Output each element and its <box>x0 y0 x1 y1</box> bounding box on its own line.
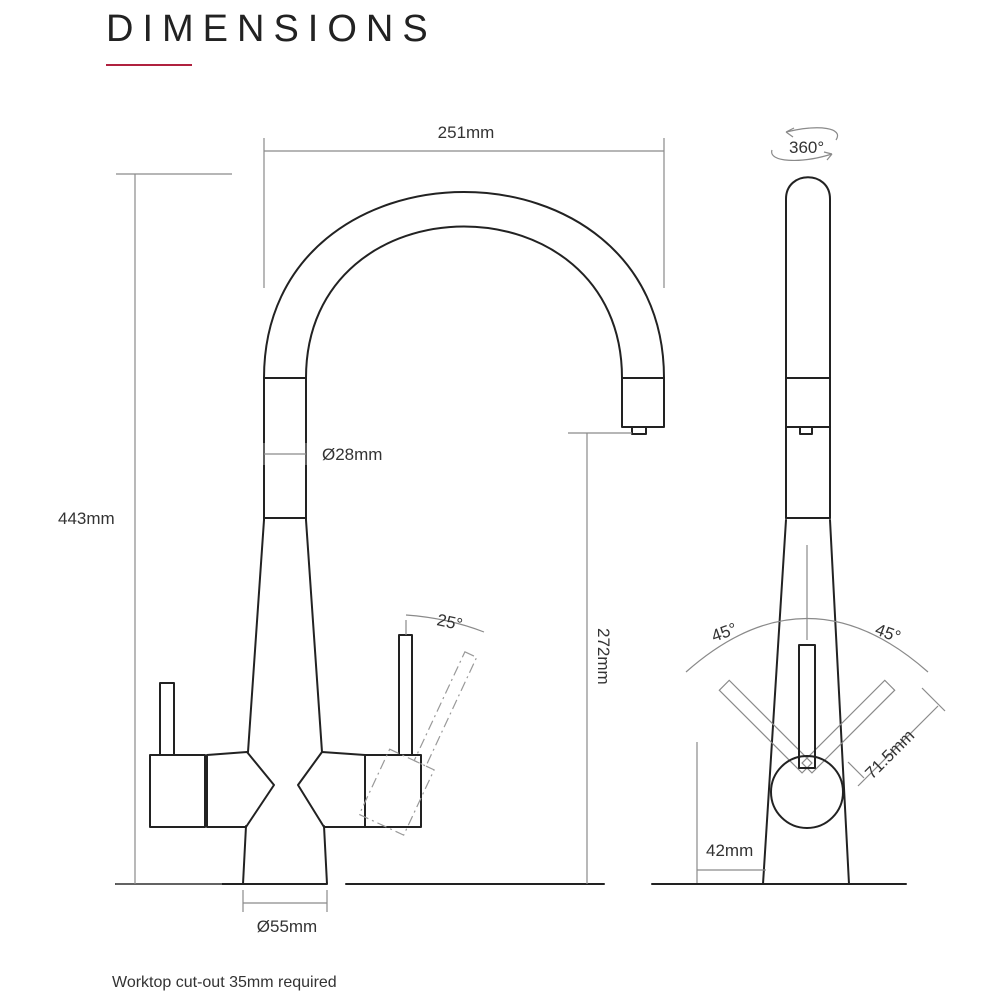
height-label: 443mm <box>58 509 115 528</box>
spout-height-label: 272mm <box>594 628 613 685</box>
angle-label-25: 25° <box>435 610 464 634</box>
angle-arc-25 <box>405 614 485 633</box>
side-handle-hub <box>770 755 844 829</box>
handle-length-label: 71.5mm <box>861 726 918 783</box>
side-aerator <box>799 426 813 435</box>
handle-length-line <box>857 705 939 787</box>
tap-body <box>247 519 323 753</box>
front-view: 25° <box>115 191 665 885</box>
right-handle-block <box>364 754 422 828</box>
swivel-label: 360° <box>789 138 824 157</box>
spout-outline <box>263 191 665 521</box>
spout-outlet <box>621 377 665 428</box>
angle-arc-45 <box>685 617 929 673</box>
width-label: 251mm <box>438 123 495 142</box>
right-lever-rotated-ghost <box>358 651 478 836</box>
left-lever <box>159 682 175 756</box>
left-handle-block <box>149 754 206 828</box>
angle-label-45-left: 45° <box>709 619 740 646</box>
swivel-arrow <box>771 127 839 161</box>
left-handle-cam <box>206 751 275 828</box>
side-spout-outline <box>785 176 831 519</box>
spout-diameter-dimension: Ø28mm <box>263 443 382 465</box>
right-handle-cam <box>297 751 366 828</box>
side-body <box>762 519 850 885</box>
spout-height-dimension: 272mm <box>568 432 632 884</box>
side-view: 360° 45° 45° 71.5mm 4 <box>651 127 946 885</box>
base-diameter-dimension: Ø55mm <box>242 890 328 936</box>
width-dimension: 251mm <box>263 123 665 288</box>
title-accent-rule <box>106 64 192 66</box>
height-dimension: 443mm <box>58 173 232 885</box>
aerator <box>631 426 647 435</box>
tap-base <box>242 825 328 885</box>
right-lever <box>398 634 413 756</box>
handle-offset-label: 42mm <box>706 841 753 860</box>
base-diameter-label: Ø55mm <box>257 917 317 936</box>
angle-label-45-right: 45° <box>873 620 904 647</box>
side-handle-upright <box>798 644 816 769</box>
page-title: DIMENSIONS <box>106 8 437 50</box>
handle-length-ext-bottom <box>847 761 865 779</box>
worktop-cutout-note: Worktop cut-out 35mm required <box>112 974 337 991</box>
handle-length-ext-top <box>921 687 946 712</box>
spout-diameter-label: Ø28mm <box>322 445 382 464</box>
